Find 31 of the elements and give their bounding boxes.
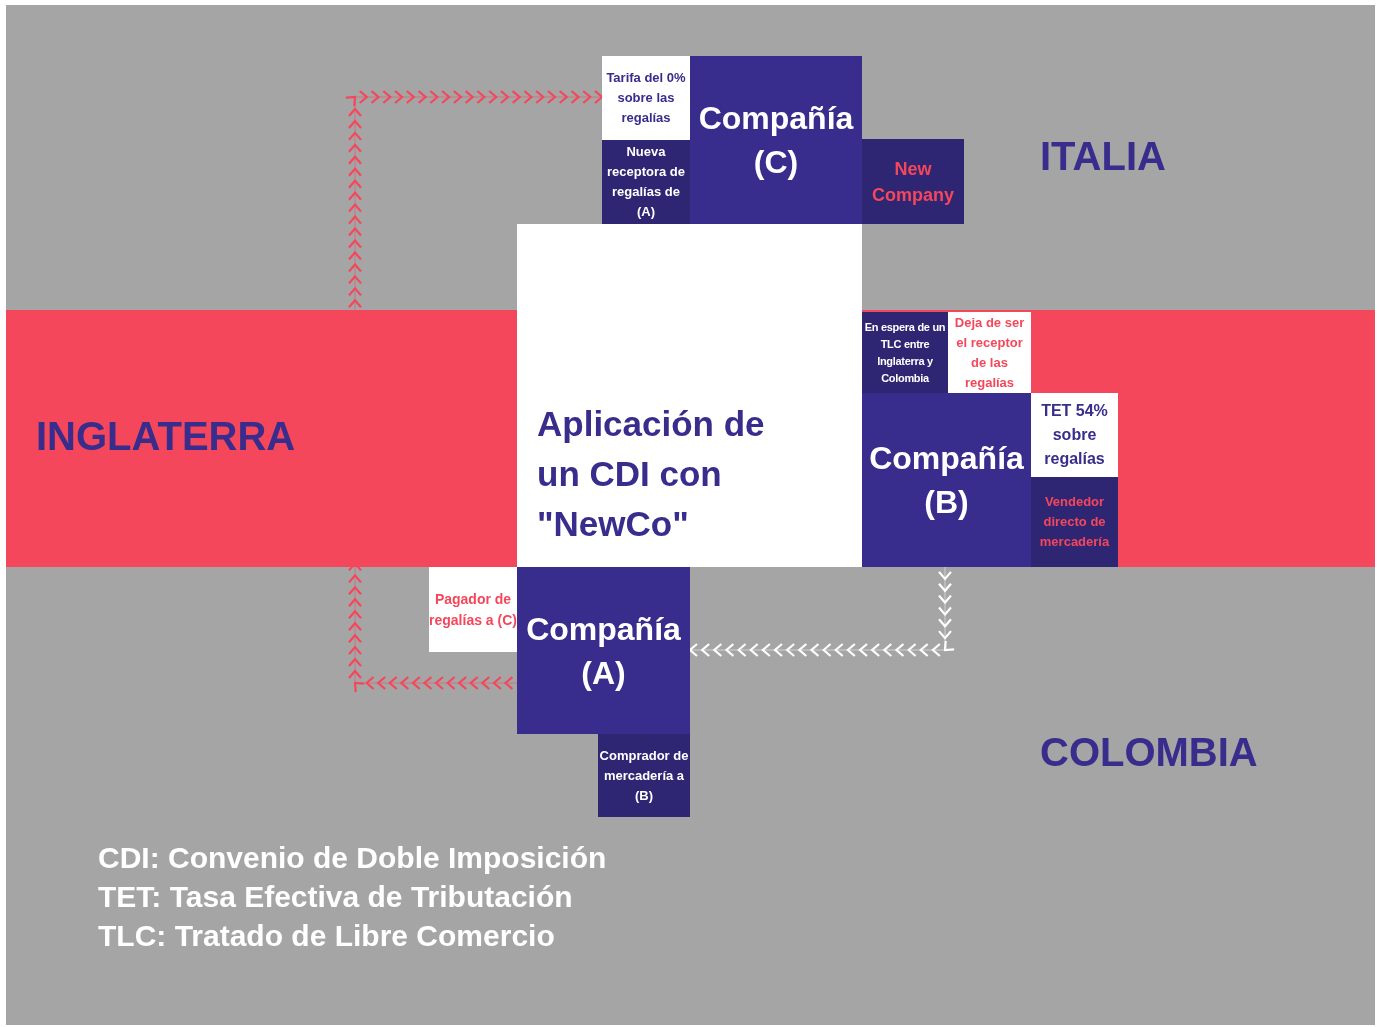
box-text: Vendedor directo de mercadería xyxy=(1038,493,1111,551)
box-text: Compañía (C) xyxy=(697,99,855,182)
country-name: INGLATERRA xyxy=(36,416,296,456)
box-text: Compañía (B) xyxy=(868,439,1025,522)
chevron-arrow xyxy=(689,566,955,657)
note-box xyxy=(602,56,690,140)
note-box xyxy=(429,567,517,652)
box-text: Aplicación de un CDI con "NewCo" xyxy=(537,403,766,545)
abbreviation-note: TLC: Tratado de Libre Comercio xyxy=(98,921,555,951)
box-text: TET 54% sobre regalías xyxy=(1040,401,1109,469)
note-box xyxy=(862,139,964,224)
box-text: Pagador de regalías a (C) xyxy=(429,589,517,630)
note-box xyxy=(1031,477,1118,567)
company-box xyxy=(862,393,1031,567)
note-box xyxy=(598,734,690,817)
text-box xyxy=(517,224,862,567)
company-box xyxy=(517,567,690,734)
box-text: Deja de ser el receptor de las regalías xyxy=(953,313,1026,392)
box-text: Comprador de mercadería a (B) xyxy=(598,746,690,805)
country-name: ITALIA xyxy=(1040,136,1166,176)
box-text: En espera de un TLC entre Inglaterra y Colombia xyxy=(863,319,947,386)
box-text: Tarifa del 0% sobre las regalías xyxy=(606,69,686,127)
abbreviation-note: TET: Tasa Efectiva de Tributación xyxy=(98,882,573,912)
country-name: COLOMBIA xyxy=(1040,732,1258,772)
box-text: New Company xyxy=(871,157,955,207)
note-box xyxy=(862,312,948,393)
company-box xyxy=(690,56,862,224)
box-text: Nueva receptora de regalías de (A) xyxy=(605,143,686,221)
abbreviation-note: CDI: Convenio de Doble Imposición xyxy=(98,843,607,873)
note-box xyxy=(1031,393,1118,477)
box-text: Compañía (A) xyxy=(525,609,682,693)
